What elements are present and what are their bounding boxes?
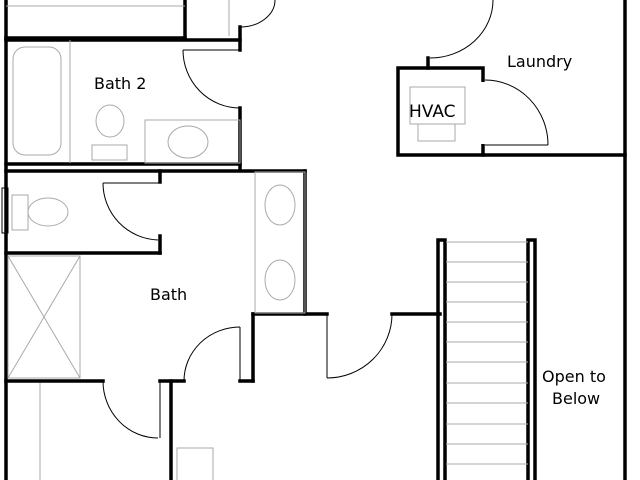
label-bath2: Bath 2	[94, 74, 146, 93]
fixtures	[1, 40, 466, 480]
door-swings	[102, 0, 549, 439]
vanity-bath2	[144, 119, 241, 164]
stair-treads	[446, 241, 528, 465]
vanity-bath	[254, 171, 306, 314]
toilet-bath2	[95, 104, 125, 138]
label-hvac: HVAC	[409, 102, 456, 122]
label-laundry: Laundry	[507, 52, 572, 71]
toilet-bath	[27, 197, 69, 227]
label-bath: Bath	[150, 285, 187, 304]
window	[1, 187, 9, 234]
label-open-to-below-line1: Open to	[542, 367, 606, 386]
bathtub	[12, 46, 62, 156]
shower	[7, 255, 81, 379]
room-labels: Bath 2 Bath Laundry HVAC Open to Below	[94, 52, 606, 408]
walls	[4, 0, 627, 480]
label-open-to-below-line2: Below	[552, 389, 600, 408]
